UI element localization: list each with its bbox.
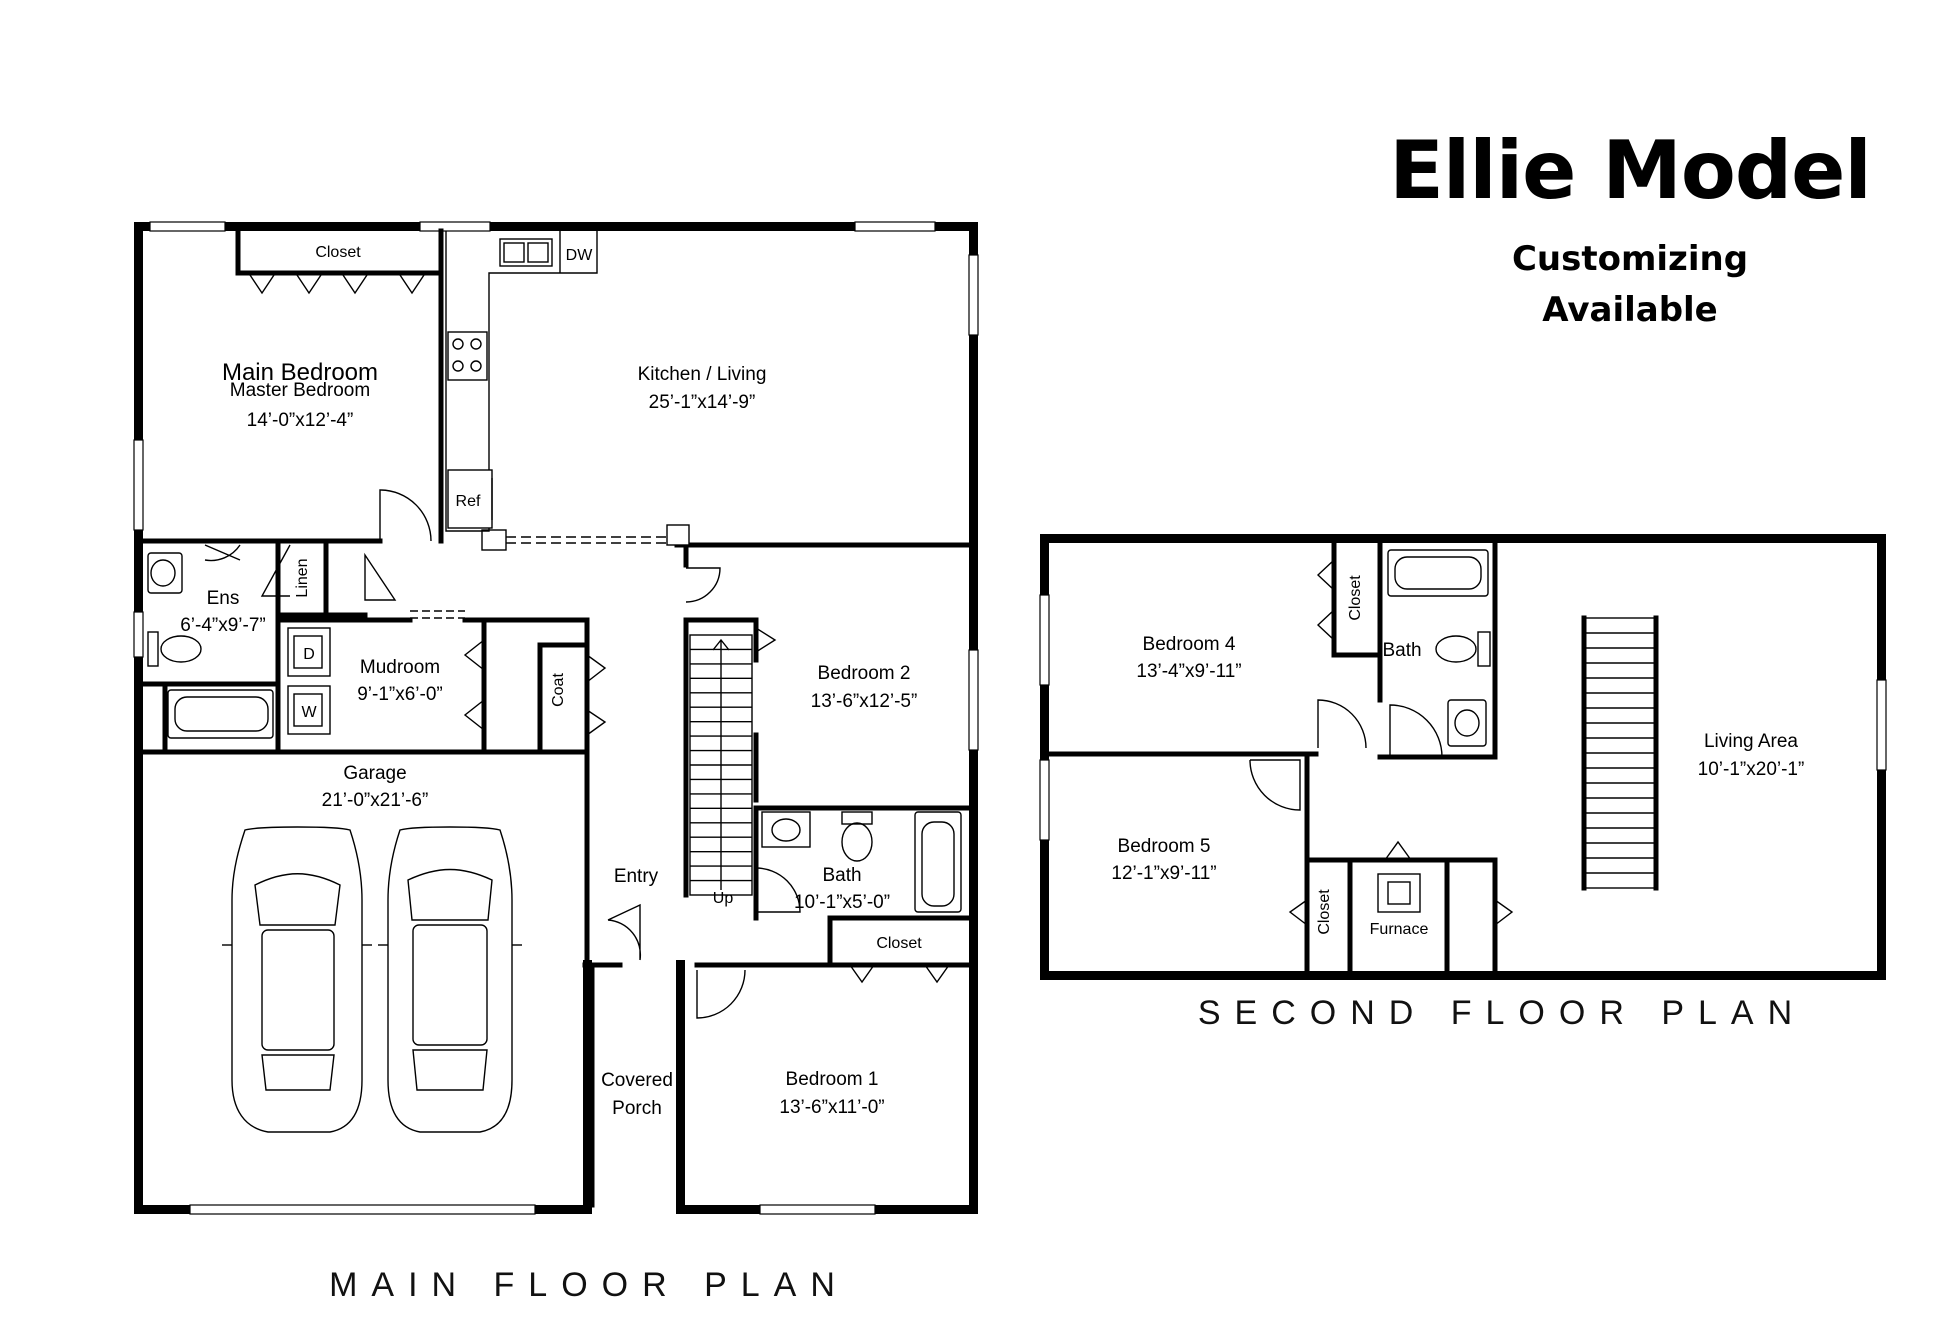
second-floor-plan-label: SECOND FLOOR PLAN bbox=[1198, 994, 1806, 1032]
main-doors bbox=[204, 274, 950, 1019]
second-floor-plan: Bedroom 4 13’-4”x9’-11” Closet Bath Livi… bbox=[1039, 534, 1887, 1032]
second-stairs bbox=[1581, 615, 1659, 891]
bath-fixtures bbox=[761, 811, 962, 913]
main-floor-plan-label: MAIN FLOOR PLAN bbox=[329, 1266, 849, 1304]
ensuite-label: Ens bbox=[207, 588, 240, 609]
master-bedroom-dims: 14’-0”x12’-4” bbox=[247, 410, 354, 431]
closet-bedroom1-label: Closet bbox=[876, 935, 922, 952]
living-area-label: Living Area bbox=[1704, 731, 1798, 752]
kitchen-beam bbox=[481, 524, 690, 551]
bedroom-1-dims: 13’-6”x11’-0” bbox=[779, 1097, 884, 1118]
master-bedroom-label: Master Bedroom bbox=[230, 380, 370, 401]
kitchen-living-label: Kitchen / Living bbox=[638, 364, 767, 385]
mudroom-label: Mudroom bbox=[360, 657, 440, 678]
bath-label: Bath bbox=[822, 865, 861, 886]
second-bath-fixtures bbox=[1387, 549, 1491, 747]
garage-label: Garage bbox=[343, 763, 406, 784]
garage-car-right bbox=[378, 826, 522, 1133]
closet-lower-label: Closet bbox=[1316, 889, 1333, 935]
main-bedroom-overlay-label: Main Bedroom bbox=[222, 359, 378, 386]
refrigerator-label: Ref bbox=[456, 493, 481, 510]
bedroom-4-label: Bedroom 4 bbox=[1143, 634, 1236, 655]
second-interior-walls bbox=[1046, 540, 1498, 974]
closet-top-label: Closet bbox=[315, 244, 361, 261]
bedroom-5-dims: 12’-1”x9’-11” bbox=[1111, 863, 1216, 884]
ensuite-fixtures bbox=[147, 552, 274, 739]
model-subtitle: Customizing Available bbox=[1440, 234, 1820, 336]
bedroom-4-dims: 13’-4”x9’-11” bbox=[1136, 661, 1241, 682]
washer-label: W bbox=[301, 704, 317, 721]
model-title: Ellie Model bbox=[1389, 124, 1872, 217]
living-area-dims: 10’-1”x20’-1” bbox=[1698, 759, 1805, 780]
kitchen-living-dims: 25’-1”x14’-9” bbox=[649, 392, 756, 413]
main-interior-walls bbox=[140, 228, 972, 1208]
furnace bbox=[1377, 873, 1421, 913]
linen-label: Linen bbox=[294, 558, 311, 597]
dryer-label: D bbox=[303, 646, 315, 663]
bedroom-5-label: Bedroom 5 bbox=[1118, 836, 1211, 857]
second-windows bbox=[1039, 594, 1887, 841]
coat-label: Coat bbox=[550, 673, 567, 707]
kitchen-counter bbox=[445, 231, 598, 532]
dishwasher-label: DW bbox=[566, 247, 594, 264]
covered-porch-label-1: Covered bbox=[601, 1070, 673, 1091]
main-floor-plan: Closet DW Ref Main Bedroom Master Bedroo… bbox=[133, 221, 979, 1304]
second-doors bbox=[1249, 559, 1514, 926]
garage-dims: 21’-0”x21’-6” bbox=[322, 790, 429, 811]
main-stairs bbox=[689, 634, 753, 896]
laundry bbox=[287, 627, 331, 735]
second-bath-label: Bath bbox=[1382, 640, 1421, 661]
bedroom-2-dims: 13’-6”x12’-5” bbox=[811, 691, 918, 712]
subtitle-line-1: Customizing bbox=[1511, 239, 1749, 279]
bath-dims: 10’-1”x5’-0” bbox=[794, 892, 890, 913]
closet-upper-label: Closet bbox=[1347, 575, 1364, 621]
bedroom-2-label: Bedroom 2 bbox=[818, 663, 911, 684]
subtitle-line-2: Available bbox=[1542, 290, 1718, 330]
second-floor-labels: Bedroom 4 13’-4”x9’-11” Closet Bath Livi… bbox=[1111, 575, 1806, 1032]
ensuite-dims: 6’-4”x9’-7” bbox=[180, 615, 266, 636]
bedroom-1-label: Bedroom 1 bbox=[786, 1069, 879, 1090]
stairs-up-label: Up bbox=[713, 890, 734, 907]
main-floor-labels: Closet DW Ref Main Bedroom Master Bedroo… bbox=[180, 244, 922, 1304]
main-windows bbox=[133, 221, 979, 1215]
garage-car-left bbox=[222, 826, 372, 1133]
covered-porch-label-2: Porch bbox=[612, 1098, 662, 1119]
mudroom-dims: 9’-1”x6’-0” bbox=[357, 684, 443, 705]
entry-label: Entry bbox=[614, 866, 659, 887]
furnace-label: Furnace bbox=[1370, 921, 1429, 938]
